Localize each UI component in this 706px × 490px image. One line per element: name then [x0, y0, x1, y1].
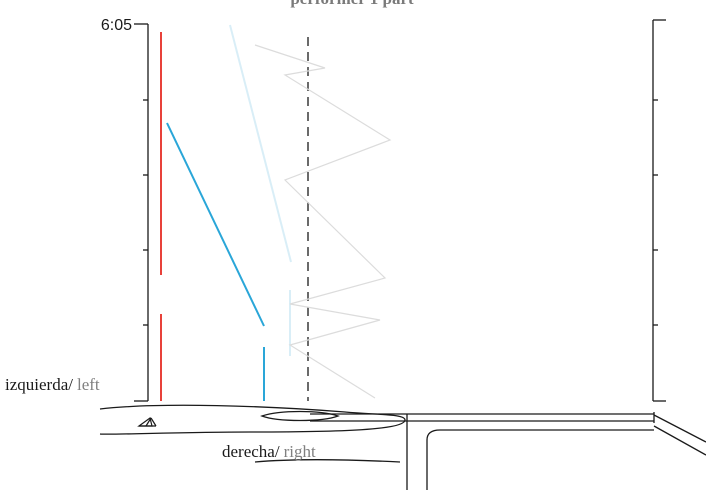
floor-plan [99, 404, 706, 490]
pale-blue-line [229, 24, 292, 356]
right-time-axis [652, 19, 666, 402]
part-title: performer 1 part [290, 0, 414, 8]
right-direction-label: derecha/right [222, 442, 316, 461]
zigzag-oscillation [254, 44, 392, 399]
left-direction-label: izquierda/left [5, 375, 100, 394]
performer-position-marker [137, 416, 157, 427]
time-marker: 6:05 [101, 17, 132, 34]
left-time-axis [134, 23, 149, 402]
blue-trajectory-line [166, 122, 265, 401]
